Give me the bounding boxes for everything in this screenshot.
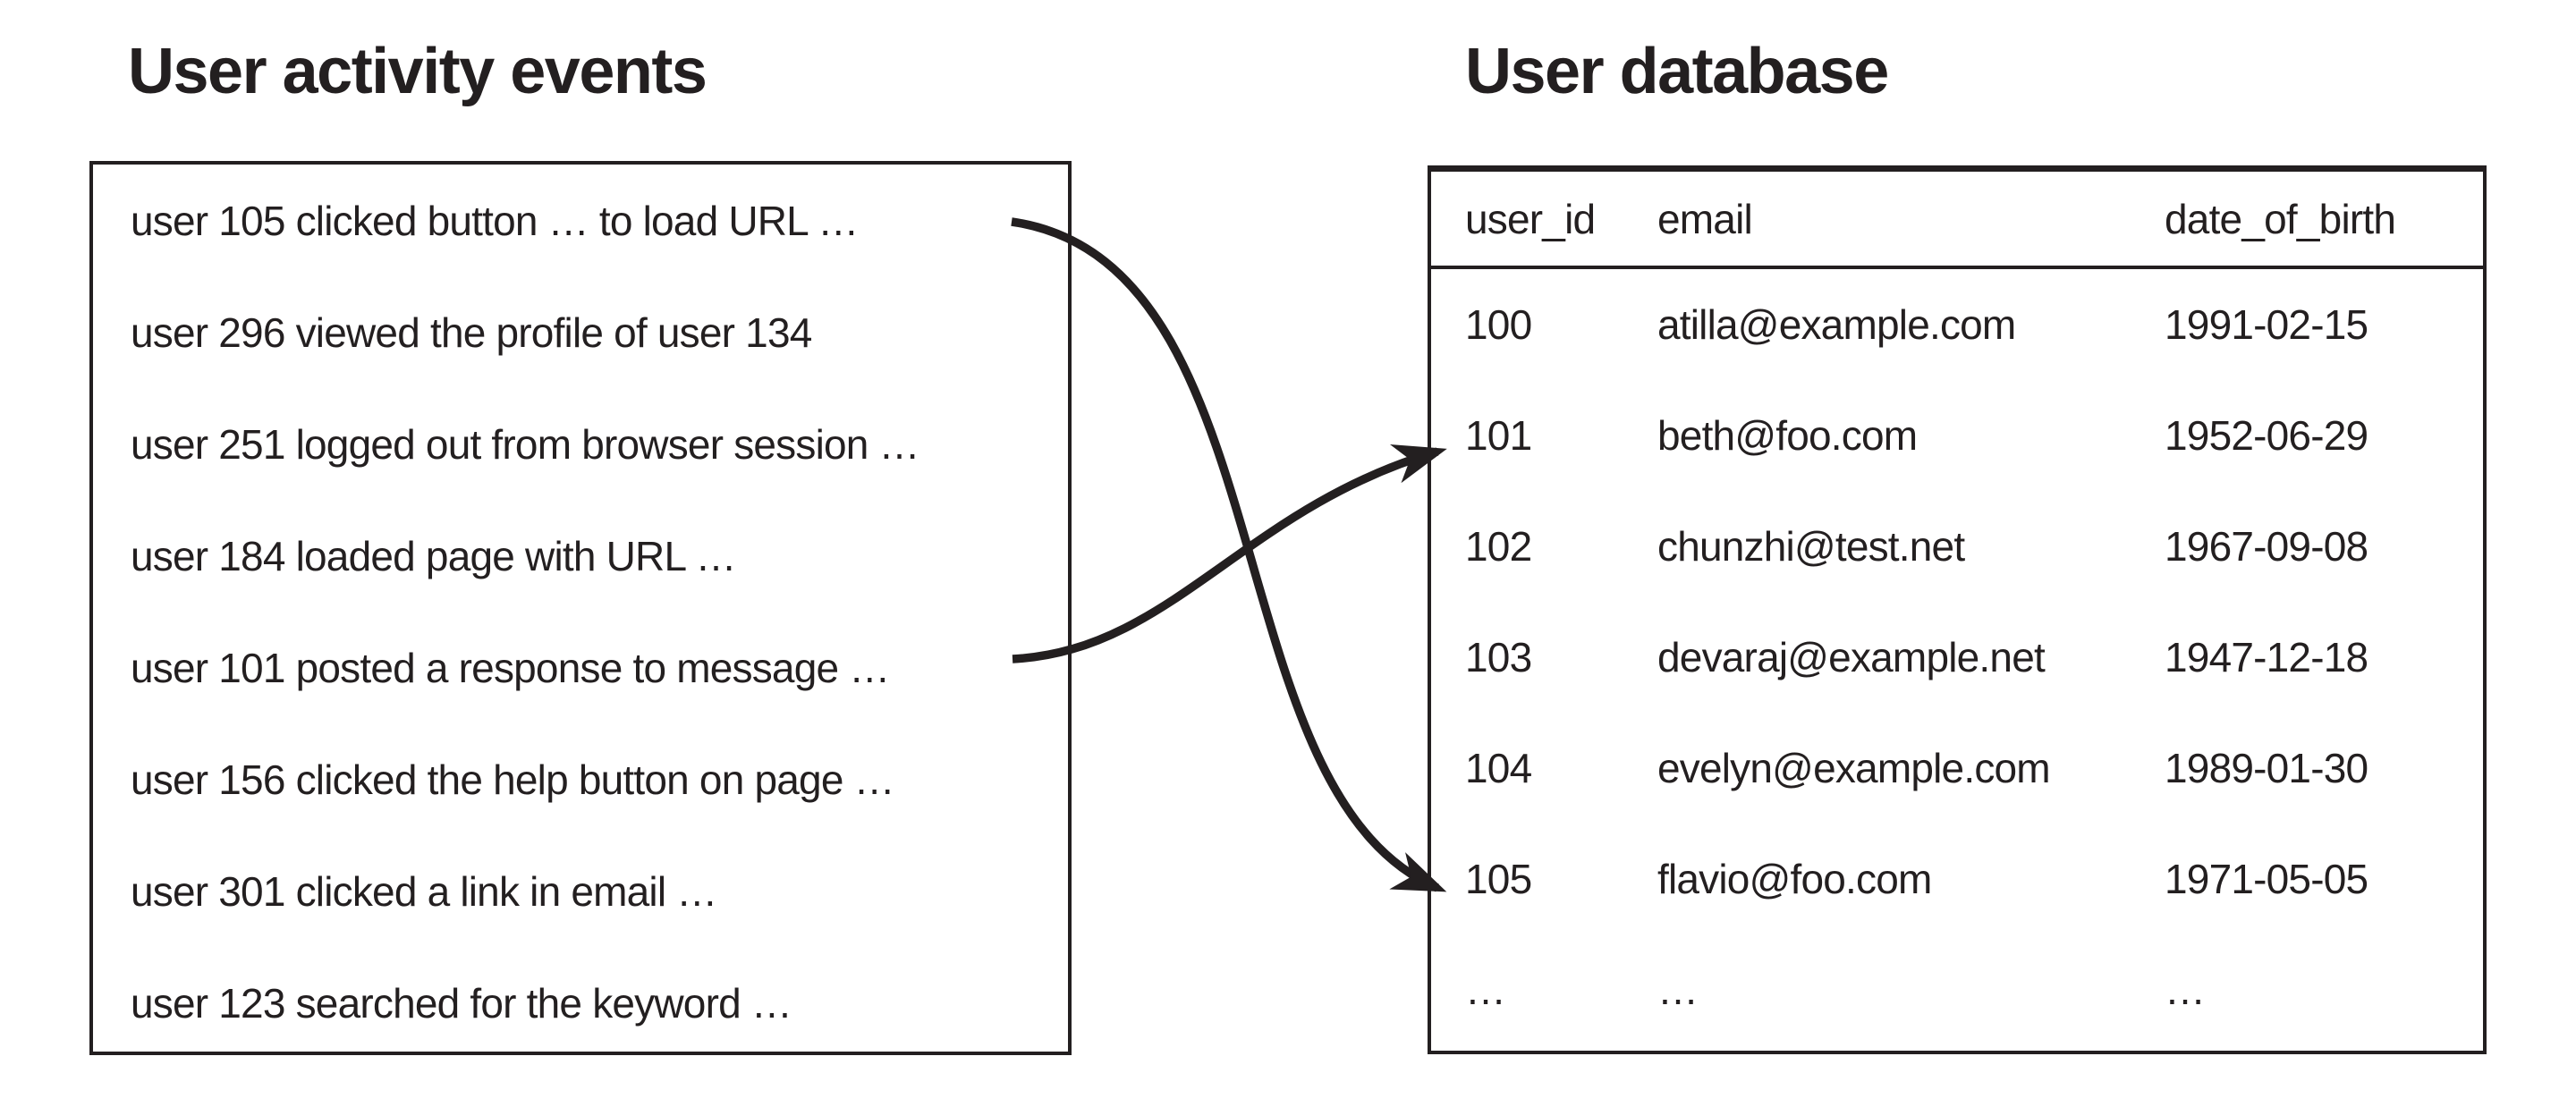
event-item: user 123 searched for the keyword … [131, 979, 792, 1027]
cell-user-id: 102 [1465, 523, 1532, 570]
cell-email: … [1657, 967, 1699, 1013]
cell-date-of-birth: … [2165, 967, 2206, 1013]
cell-date-of-birth: 1967-09-08 [2165, 523, 2368, 570]
cell-date-of-birth: 1991-02-15 [2165, 301, 2368, 348]
events-panel-title: User activity events [128, 36, 708, 107]
cell-date-of-birth: 1952-06-29 [2165, 412, 2368, 459]
event-item: user 296 viewed the profile of user 134 [131, 308, 812, 356]
table-row: 104 evelyn@example.com 1989-01-30 [1431, 713, 2483, 824]
cell-date-of-birth: 1947-12-18 [2165, 634, 2368, 680]
table-row: 103 devaraj@example.net 1947-12-18 [1431, 602, 2483, 713]
column-header-user-id: user_id [1465, 195, 1596, 242]
cell-user-id: 104 [1465, 745, 1532, 791]
event-item: user 101 posted a response to message … [131, 644, 890, 691]
cell-email: beth@foo.com [1657, 412, 1918, 459]
cell-date-of-birth: 1971-05-05 [2165, 856, 2368, 902]
cell-email: flavio@foo.com [1657, 856, 1932, 902]
cell-user-id: 103 [1465, 634, 1532, 680]
cell-user-id: 100 [1465, 301, 1532, 348]
cell-date-of-birth: 1989-01-30 [2165, 745, 2368, 791]
event-item: user 301 clicked a link in email … [131, 867, 717, 915]
event-item: user 184 loaded page with URL … [131, 532, 737, 579]
events-panel: user 105 clicked button … to load URL … … [89, 161, 1072, 1055]
table-row: 105 flavio@foo.com 1971-05-05 [1431, 824, 2483, 934]
table-row: 101 beth@foo.com 1952-06-29 [1431, 380, 2483, 491]
table-row-ellipsis: … … … [1431, 934, 2483, 1045]
cell-email: atilla@example.com [1657, 301, 2016, 348]
cell-user-id: … [1465, 967, 1506, 1013]
database-panel-title: User database [1465, 36, 1889, 107]
column-header-date-of-birth: date_of_birth [2165, 195, 2396, 242]
events-list: user 105 clicked button … to load URL … … [93, 165, 1068, 1059]
table-header-row: user_id email date_of_birth [1431, 172, 2483, 269]
table-row: 102 chunzhi@test.net 1967-09-08 [1431, 491, 2483, 602]
event-item: user 105 clicked button … to load URL … [131, 197, 859, 244]
event-item: user 251 logged out from browser session… [131, 420, 920, 468]
cell-user-id: 105 [1465, 856, 1532, 902]
arrow-event-105-to-row-105 [1011, 217, 1447, 892]
cell-email: chunzhi@test.net [1657, 523, 1965, 570]
event-item: user 156 clicked the help button on page… [131, 756, 895, 803]
cell-user-id: 101 [1465, 412, 1532, 459]
cell-email: devaraj@example.net [1657, 634, 2046, 680]
cell-email: evelyn@example.com [1657, 745, 2051, 791]
user-table: user_id email date_of_birth 100 atilla@e… [1428, 165, 2487, 1054]
column-header-email: email [1657, 195, 1753, 242]
arrow-event-101-to-row-101 [1012, 444, 1447, 663]
table-row: 100 atilla@example.com 1991-02-15 [1431, 269, 2483, 380]
